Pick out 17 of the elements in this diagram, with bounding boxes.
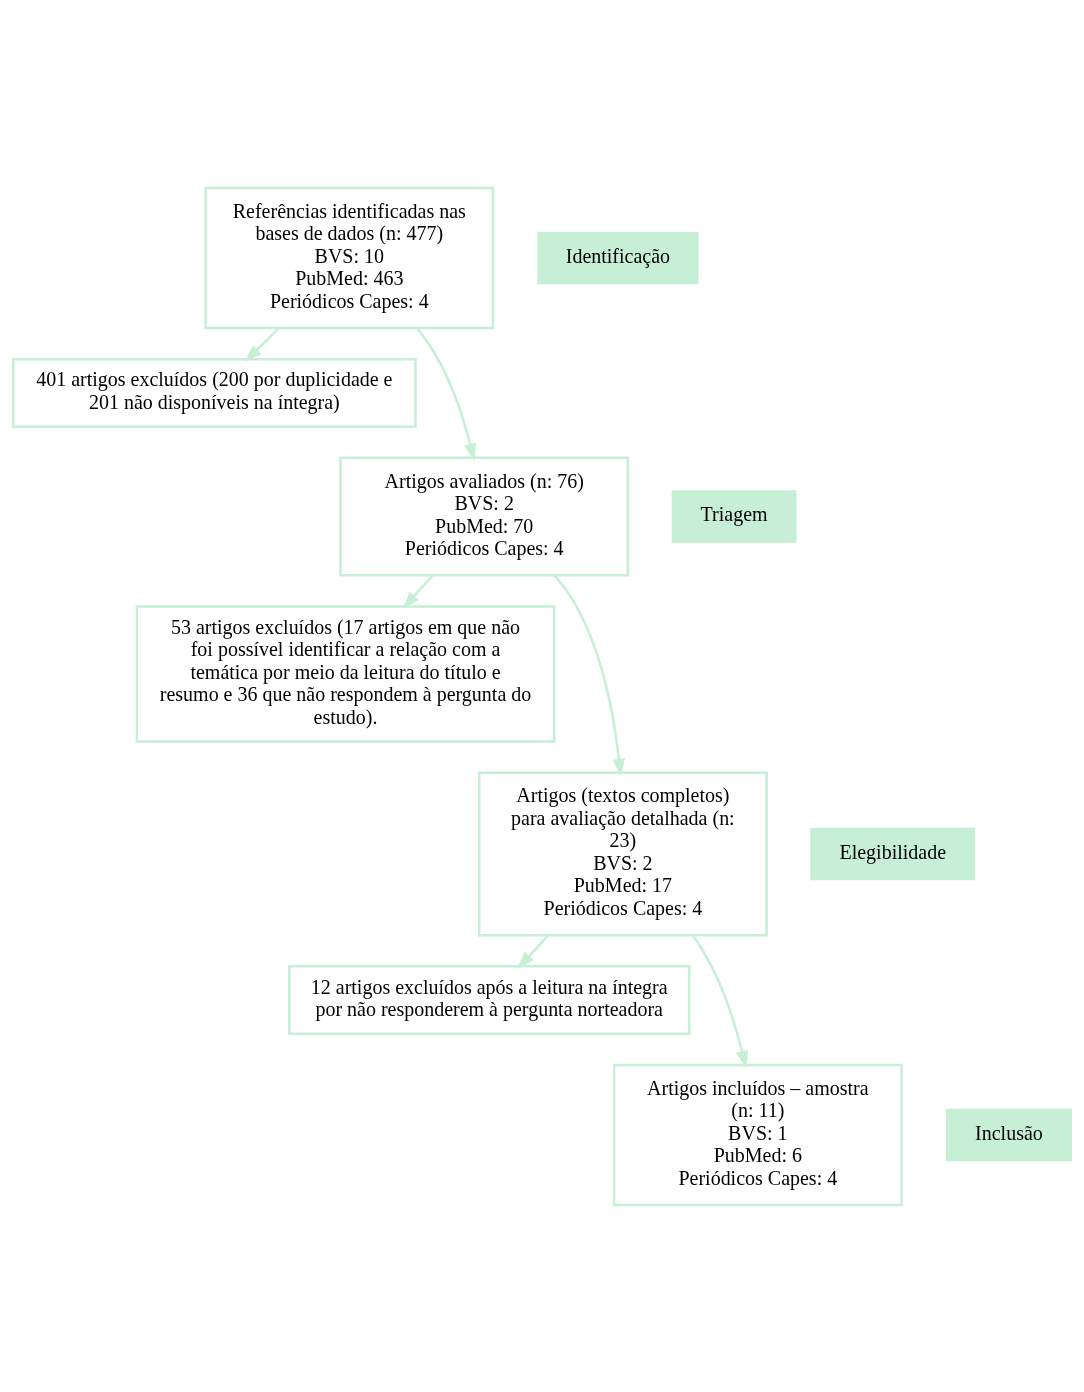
node-box: 401 artigos excluídos (200 por duplicidade e 201 não disponíveis na íntegra): [11, 357, 417, 428]
arrow: [402, 574, 434, 609]
node-box: Elegibilidade: [810, 827, 976, 880]
node-box: Artigos incluídos – amostra (n: 11) BVS: 1 PubMed: 6 Periódicos Capes: 4: [612, 1063, 903, 1206]
node-box: Artigos (textos completos) para avaliação detalhada (n: 23) BVS: 2 PubMed: 17 Periódicos Capes: 4: [477, 770, 768, 936]
arrow: [244, 326, 280, 362]
arrow: [553, 574, 625, 776]
arrow: [691, 934, 749, 1068]
node-box: Inclusão: [945, 1108, 1073, 1161]
arrow: [517, 934, 550, 969]
node-box: 53 artigos excluídos (17 artigos em que não foi possível identificar a relação com a temática por meio da leitura do título e resumo e 36 que não respondem à pergunta do estudo).: [135, 604, 556, 743]
node-box: 12 artigos excluídos após a leitura na íntegra por não responderem à pergunta norteadora: [288, 964, 691, 1035]
arrow: [416, 327, 477, 461]
node-box: Artigos avaliados (n: 76) BVS: 2 PubMed: 70 Periódicos Capes: 4: [339, 456, 630, 577]
node-box: Triagem: [671, 489, 797, 543]
node-box: Referências identificadas nas bases de dados (n: 477) BVS: 10 PubMed: 463 Periódicos Capes: 4: [204, 186, 495, 329]
node-box: Identificação: [537, 231, 699, 284]
